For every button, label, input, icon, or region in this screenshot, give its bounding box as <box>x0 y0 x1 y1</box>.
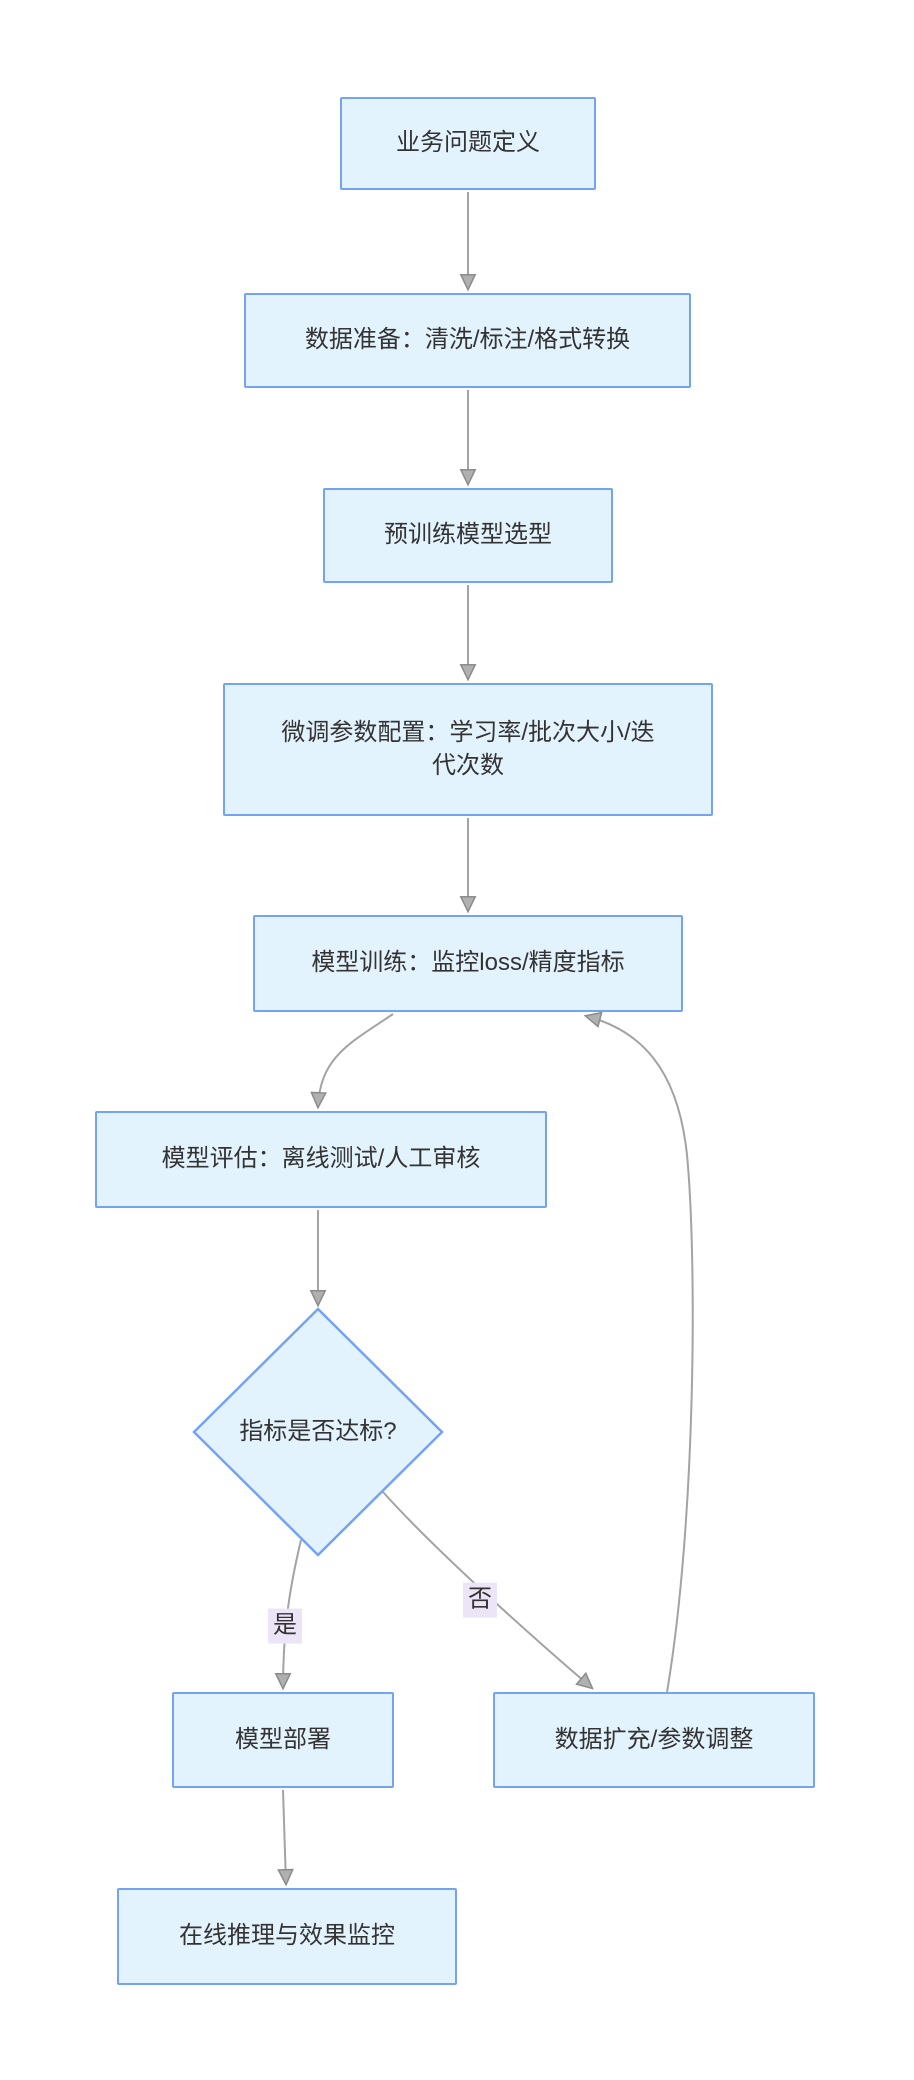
edge-i-e-feedback <box>586 1016 694 1693</box>
node-label: 业务问题定义 <box>396 129 540 157</box>
node-pretrained-model-selection: 预训练模型选型 <box>323 488 613 583</box>
node-label: 模型训练：监控loss/精度指标 <box>311 949 625 977</box>
node-label: 在线推理与效果监控 <box>179 1922 395 1950</box>
node-label: 指标是否达标? <box>239 1417 397 1445</box>
edge-g-h-yes <box>283 1539 302 1688</box>
node-decision-metrics-ok: 指标是否达标? <box>218 1392 418 1472</box>
node-label: 数据准备：清洗/标注/格式转换 <box>304 326 631 354</box>
node-data-augmentation-param-adjust: 数据扩充/参数调整 <box>493 1692 815 1788</box>
node-model-evaluation: 模型评估：离线测试/人工审核 <box>95 1111 547 1208</box>
node-label: 模型评估：离线测试/人工审核 <box>161 1145 481 1173</box>
node-model-training: 模型训练：监控loss/精度指标 <box>253 915 683 1012</box>
node-business-problem-definition: 业务问题定义 <box>340 97 596 190</box>
node-label: 模型部署 <box>235 1725 331 1753</box>
edge-label-yes: 是 <box>268 1608 302 1644</box>
node-label: 数据扩充/参数调整 <box>554 1725 754 1753</box>
edge-e-f <box>318 1013 394 1107</box>
decision-diamond-shape <box>192 1307 444 1557</box>
node-label: 微调参数配置：学习率/批次大小/迭 代次数 <box>281 719 655 779</box>
node-finetune-parameter-config: 微调参数配置：学习率/批次大小/迭 代次数 <box>223 683 713 816</box>
node-label: 预训练模型选型 <box>384 521 552 549</box>
edge-label-no: 否 <box>463 1582 497 1618</box>
node-online-inference-monitoring: 在线推理与效果监控 <box>117 1888 457 1985</box>
node-data-preparation: 数据准备：清洗/标注/格式转换 <box>244 293 691 388</box>
edge-h-j <box>283 1789 286 1884</box>
node-model-deployment: 模型部署 <box>172 1692 394 1788</box>
